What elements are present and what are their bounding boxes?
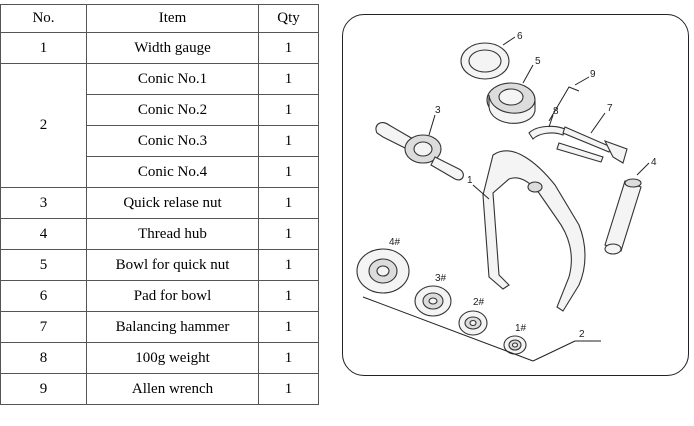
bowl-drawing — [486, 64, 536, 124]
cell-qty: 1 — [258, 373, 319, 405]
cell-item: Quick relase nut — [86, 187, 259, 219]
cell-item: Conic No.2 — [86, 94, 259, 126]
cell-item: Bowl for quick nut — [86, 249, 259, 281]
cell-no: 1 — [0, 32, 87, 64]
table-row: 7 Balancing hammer 1 — [0, 311, 319, 343]
cell-no: 7 — [0, 311, 87, 343]
cell-no: 2 — [0, 63, 87, 188]
cone-leader-line — [362, 296, 601, 362]
cell-qty: 1 — [258, 32, 319, 64]
cell-item: Conic No.1 — [86, 63, 259, 95]
cell-qty: 1 — [258, 63, 319, 95]
callout-9: 9 — [590, 69, 596, 80]
balancing-hammer-drawing — [556, 112, 628, 164]
callout-2: 2 — [579, 329, 585, 340]
cell-qty: 1 — [258, 249, 319, 281]
table-row: 1 Width gauge 1 — [0, 32, 319, 64]
table-row: 6 Pad for bowl 1 — [0, 280, 319, 312]
table-row: 9 Allen wrench 1 — [0, 373, 319, 405]
cell-no: 8 — [0, 342, 87, 374]
cell-qty: 1 — [258, 187, 319, 219]
cell-item: Thread hub — [86, 218, 259, 250]
cell-no: 3 — [0, 187, 87, 219]
cell-qty: 1 — [258, 94, 319, 126]
width-gauge-drawing — [472, 150, 586, 312]
cell-no: 6 — [0, 280, 87, 312]
table-row: 4 Thread hub 1 — [0, 218, 319, 250]
cone-label-4: 4# — [389, 237, 401, 248]
callout-7: 7 — [607, 103, 613, 114]
parts-table: No. Item Qty 1 Width gauge 1 2 Conic No.… — [0, 4, 319, 405]
table-row: 5 Bowl for quick nut 1 — [0, 249, 319, 281]
header-no: No. — [0, 4, 87, 33]
cell-qty: 1 — [258, 156, 319, 188]
parts-drawing: 6 5 9 8 7 — [356, 31, 657, 362]
callout-6: 6 — [517, 31, 523, 42]
table-row: Conic No.4 1 — [1, 156, 319, 188]
table-header-row: No. Item Qty — [0, 4, 319, 33]
callout-1: 1 — [467, 175, 473, 186]
cone-label-2: 2# — [473, 297, 485, 308]
cone-label-1: 1# — [515, 323, 527, 334]
cell-qty: 1 — [258, 311, 319, 343]
cell-qty: 1 — [258, 218, 319, 250]
cell-item: Allen wrench — [86, 373, 259, 405]
cell-item: Conic No.4 — [86, 156, 259, 188]
cone-2-drawing — [458, 310, 488, 336]
callout-4: 4 — [651, 157, 657, 168]
pad-for-bowl-drawing — [460, 36, 516, 80]
header-item: Item — [86, 4, 259, 33]
cone-3-drawing — [414, 285, 452, 317]
thread-hub-drawing — [604, 162, 650, 255]
cell-no: 9 — [0, 373, 87, 405]
table-row: 2 Conic No.1 1 — [0, 63, 319, 188]
callout-3: 3 — [435, 105, 441, 116]
table-row: Conic No.2 1 — [1, 94, 319, 126]
cell-no: 4 — [0, 218, 87, 250]
weight-drawing — [528, 114, 566, 140]
header-qty: Qty — [258, 4, 319, 33]
cell-qty: 1 — [258, 342, 319, 374]
quick-release-nut-drawing — [375, 114, 464, 181]
allen-wrench-drawing — [548, 76, 590, 122]
cone-4-drawing — [356, 248, 410, 294]
cell-item: Balancing hammer — [86, 311, 259, 343]
cell-no: 5 — [0, 249, 87, 281]
cell-qty: 1 — [258, 280, 319, 312]
callout-5: 5 — [535, 56, 541, 67]
cone-1-drawing — [503, 335, 527, 355]
cell-qty: 1 — [258, 125, 319, 157]
table-row: 3 Quick relase nut 1 — [0, 187, 319, 219]
cell-item: Width gauge — [86, 32, 259, 64]
parts-illustration: 6 5 9 8 7 — [342, 14, 689, 376]
table-row: 8 100g weight 1 — [0, 342, 319, 374]
cone-label-3: 3# — [435, 273, 447, 284]
cell-item: Conic No.3 — [86, 125, 259, 157]
cell-item: 100g weight — [86, 342, 259, 374]
cell-item: Pad for bowl — [86, 280, 259, 312]
callout-8: 8 — [553, 106, 559, 117]
